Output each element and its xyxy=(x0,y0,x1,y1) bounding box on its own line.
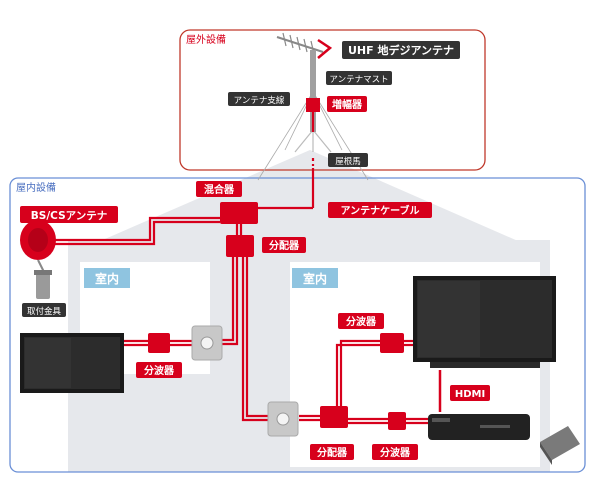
booster-device xyxy=(306,98,320,112)
label-filter-left: 分波器 xyxy=(144,364,175,377)
room-left-label: 室内 xyxy=(95,271,119,286)
label-booster: 増幅器 xyxy=(332,98,363,111)
label-antenna-cable-bg xyxy=(328,202,432,218)
label-splitter-bottom-bg xyxy=(310,444,354,460)
router-pad-icon xyxy=(540,426,580,465)
label-antenna-mast: アンテナマスト xyxy=(329,75,388,85)
indoor-frame xyxy=(9,177,586,473)
room-left-label-bg xyxy=(84,268,130,288)
label-splitter-top-bg xyxy=(262,237,306,253)
filter-bottom-device xyxy=(388,412,406,430)
tv-right-icon xyxy=(413,276,556,368)
house-roof xyxy=(68,150,550,255)
label-booster-bg xyxy=(327,96,367,112)
room-right-label: 室内 xyxy=(303,271,327,286)
tv-left-icon xyxy=(20,333,124,393)
label-filter-right-top-bg xyxy=(338,313,384,329)
splitter-bottom-device xyxy=(320,406,348,428)
label-filter-bottom: 分波器 xyxy=(380,446,411,459)
roof-mount xyxy=(294,129,332,153)
wall-outlet-right xyxy=(267,401,299,437)
filter-right-top-device xyxy=(380,333,404,353)
label-bs-cs: BS/CSアンテナ xyxy=(31,210,107,222)
label-antenna-mast-bg xyxy=(326,71,392,85)
mount-bracket-icon xyxy=(34,270,52,299)
outdoor-label: 屋外設備 xyxy=(186,33,226,46)
label-mixer-bg xyxy=(196,181,242,197)
label-antenna-guy-bg xyxy=(228,92,290,106)
label-splitter-top: 分配器 xyxy=(269,239,300,252)
label-roof-mount-bg xyxy=(328,153,368,167)
mixer-device xyxy=(220,202,258,224)
label-antenna-guy: アンテナ支線 xyxy=(234,95,285,106)
label-antenna-cable: アンテナケーブル xyxy=(341,204,420,217)
uhf-antenna-icon xyxy=(276,32,333,59)
signal-cables xyxy=(45,112,442,425)
label-roof-mount: 屋根馬 xyxy=(335,156,361,167)
antenna-mast xyxy=(310,50,316,132)
recorder-icon xyxy=(428,414,530,440)
label-bs-cs-bg xyxy=(20,206,118,223)
label-uhf-antenna-bg xyxy=(342,41,460,59)
bs-cs-dish-icon xyxy=(20,220,56,277)
indoor-label: 屋内設備 xyxy=(16,181,56,194)
label-splitter-bottom: 分配器 xyxy=(317,446,348,459)
label-mixer: 混合器 xyxy=(204,183,235,196)
label-mount-bracket-bg xyxy=(22,303,66,317)
splitter-top-device xyxy=(226,235,254,257)
label-mount-bracket: 取付金具 xyxy=(27,306,62,317)
outdoor-frame xyxy=(179,29,486,171)
label-filter-right-top: 分波器 xyxy=(346,315,377,328)
label-filter-left-bg xyxy=(136,362,182,378)
room-right-label-bg xyxy=(292,268,338,288)
filter-left-device xyxy=(148,333,170,353)
label-uhf-antenna: UHF 地デジアンテナ xyxy=(348,43,454,57)
label-hdmi-bg xyxy=(450,385,490,401)
label-filter-bottom-bg xyxy=(372,444,418,460)
label-hdmi: HDMI xyxy=(455,389,485,400)
wall-outlet-left xyxy=(191,325,223,361)
